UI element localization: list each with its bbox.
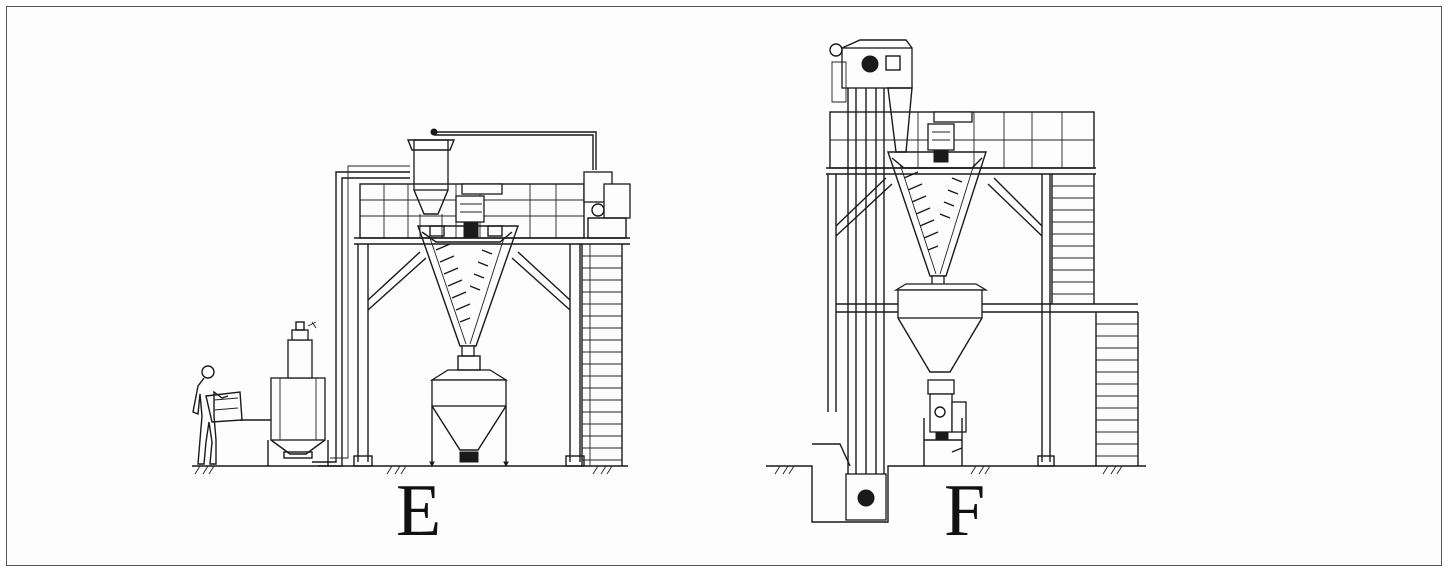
figure-frame — [6, 6, 1442, 566]
bucket-elevator-f — [829, 39, 913, 521]
vacuum-receiver-e — [406, 128, 597, 238]
conveying-pipe-e — [312, 165, 410, 467]
staircase-e — [581, 244, 623, 466]
surge-hopper-f — [893, 283, 989, 373]
receiving-hopper-e — [429, 355, 509, 468]
diagram-e — [192, 128, 631, 475]
feed-hopper-e — [240, 321, 329, 466]
operator-figure — [192, 365, 243, 465]
conical-mixer-f — [887, 151, 987, 287]
label-f: F — [944, 470, 986, 552]
conical-mixer-e — [417, 225, 519, 357]
staircase-f-lower — [1095, 312, 1139, 466]
support-frame-e — [353, 244, 585, 467]
discharge-unit-e — [583, 171, 631, 239]
ground-line-e — [192, 465, 628, 475]
support-frame-f — [827, 174, 1138, 467]
drive-motor-f — [927, 111, 973, 163]
label-e: E — [396, 470, 442, 552]
drive-motor-e — [455, 183, 503, 239]
packing-machine-f — [923, 379, 967, 466]
staircase-f-upper — [1051, 174, 1095, 304]
ground-line-f — [766, 443, 1146, 523]
diagram-f — [766, 39, 1146, 523]
